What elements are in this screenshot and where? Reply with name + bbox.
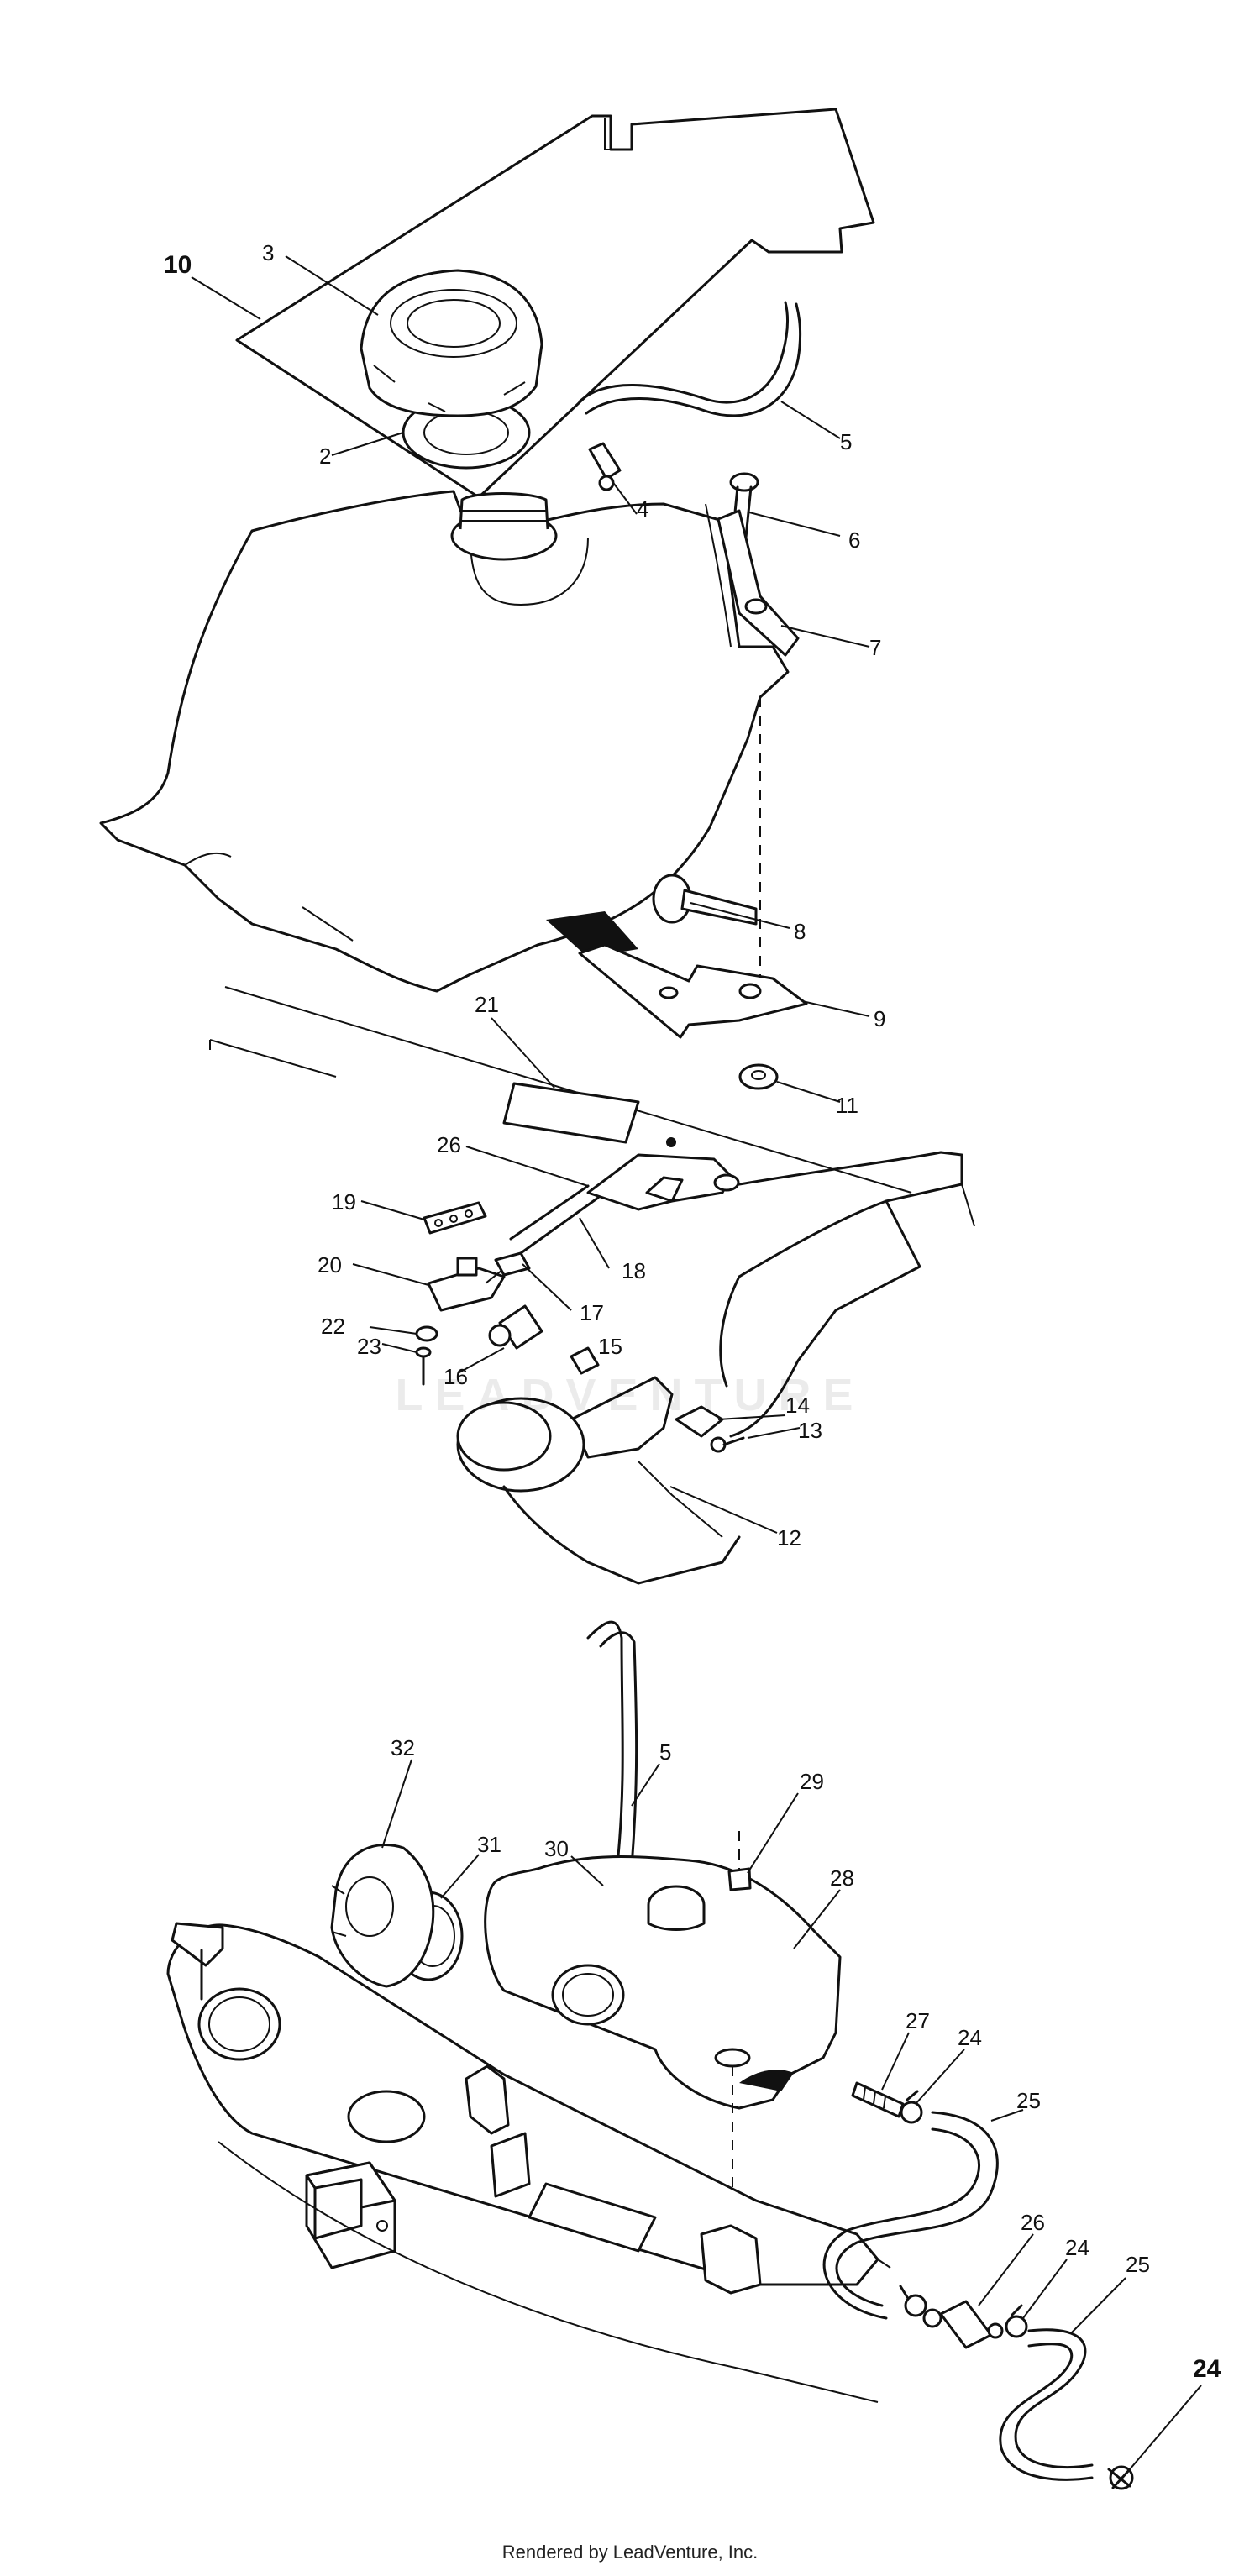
- label-5: 5: [840, 429, 852, 454]
- label-26-lower: 26: [1021, 2210, 1045, 2235]
- screw-13: [710, 1436, 745, 1453]
- label-30: 30: [544, 1836, 569, 1861]
- label-5-lower: 5: [659, 1739, 671, 1765]
- fuel-valve-20: [427, 1257, 506, 1312]
- label-25-a: 25: [1016, 2088, 1041, 2113]
- label-20: 20: [318, 1252, 342, 1278]
- label-18: 18: [622, 1258, 646, 1283]
- label-21: 21: [475, 992, 499, 1017]
- fuel-filter-26: [922, 2300, 1004, 2349]
- valve-lever-17: [494, 1251, 531, 1277]
- screw-23: [415, 1346, 432, 1386]
- heat-shield-plate: [235, 108, 875, 499]
- tank-bracket-7: [717, 509, 800, 657]
- valve-bracket: [586, 1153, 740, 1211]
- fuel-hose-18: [509, 1184, 600, 1255]
- label-29: 29: [800, 1769, 824, 1794]
- leader-lines: [191, 255, 1202, 2470]
- label-24-c: 24: [1193, 2355, 1221, 2383]
- vent-fitting: [588, 442, 622, 491]
- fuel-hose-25a: [822, 2111, 999, 2320]
- label-31: 31: [477, 1832, 501, 1857]
- frame-upper: [209, 986, 975, 1438]
- hose-clamp-24c: [1107, 2465, 1134, 2490]
- label-4: 4: [637, 496, 648, 522]
- label-22: 22: [321, 1314, 345, 1339]
- fuel-tank-upper: [99, 490, 790, 993]
- label-15: 15: [598, 1334, 622, 1359]
- footer-credit: Rendered by LeadVenture, Inc.: [501, 2542, 759, 2563]
- hose-clamp-24b: [1005, 2304, 1028, 2338]
- vent-hose-upper: [578, 301, 802, 417]
- label-25-b: 25: [1126, 2252, 1150, 2277]
- label-13: 13: [798, 1418, 822, 1443]
- vent-hose-lower: [586, 1620, 638, 1868]
- watermark: LEADVENTURE: [395, 1370, 865, 1420]
- label-23: 23: [357, 1334, 381, 1359]
- plate-19: [423, 1201, 487, 1235]
- label-6: 6: [848, 527, 860, 553]
- gas-cap-lower: [330, 1844, 435, 1988]
- label-3: 3: [262, 240, 274, 265]
- label-24-b: 24: [1065, 2235, 1089, 2260]
- hose-clamp-24a: [900, 2090, 923, 2124]
- hose-clamp-left: [899, 2285, 927, 2317]
- label-14: 14: [785, 1393, 810, 1418]
- fuel-filter-16: [488, 1304, 543, 1350]
- label-10: 10: [164, 251, 192, 279]
- label-9: 9: [874, 1006, 885, 1031]
- label-24-a: 24: [958, 2025, 982, 2050]
- frame-bracket-12: [456, 1376, 741, 1585]
- label-32: 32: [391, 1735, 415, 1760]
- label-11: 11: [836, 1093, 858, 1118]
- label-2: 2: [319, 443, 331, 469]
- label-27: 27: [906, 2008, 930, 2033]
- frame-lower: [166, 1922, 891, 2403]
- callout-labels: 10 3 2 5 4 6 7 8 9 11 21 26 19 18 20 17 …: [164, 240, 1221, 2383]
- tank-bracket-9: [578, 943, 808, 1039]
- bolt-6: [729, 472, 759, 539]
- bolt-29: [727, 1831, 752, 1891]
- decal-21: [502, 1082, 640, 1144]
- label-8: 8: [794, 919, 806, 944]
- label-7: 7: [869, 635, 881, 660]
- fuel-hose-25b: [999, 2328, 1094, 2481]
- fuel-tank-lower: [484, 1855, 842, 2110]
- nut-11: [738, 1063, 779, 1090]
- bolt-8: [652, 874, 758, 926]
- label-17: 17: [580, 1300, 604, 1325]
- gas-cap-upper: [360, 269, 543, 417]
- label-19: 19: [332, 1189, 356, 1215]
- label-12: 12: [777, 1525, 801, 1550]
- label-26-upper: 26: [437, 1132, 461, 1157]
- washer-22: [415, 1325, 438, 1342]
- label-16: 16: [444, 1364, 468, 1389]
- label-28: 28: [830, 1865, 854, 1891]
- fitting-27: [851, 2081, 905, 2118]
